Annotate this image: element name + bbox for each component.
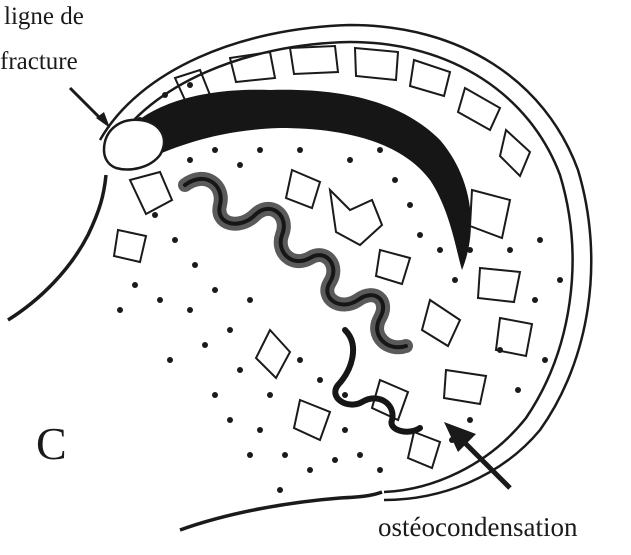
fracture-entry (104, 120, 164, 170)
femoral-neck-left-outline (8, 175, 106, 320)
panel-letter: C (36, 421, 67, 467)
femoral-neck-bottom-outline (180, 492, 382, 530)
necrotic-band (120, 90, 471, 270)
osteocondensation-label: ostéocondensation (378, 514, 577, 541)
fracture-line-label-line1: ligne de (4, 4, 84, 29)
fracture-line-label-line2: fracture (0, 49, 78, 74)
